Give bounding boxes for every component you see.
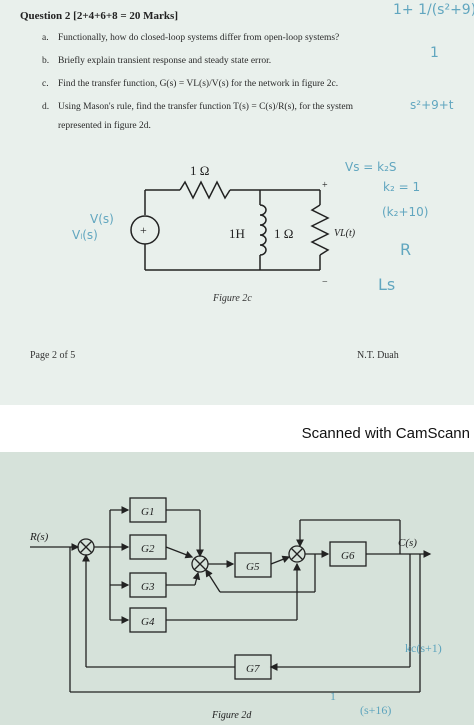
item-d-text: Using Mason's rule, find the transfer fu… <box>58 102 354 112</box>
wire-g2-sum2 <box>165 546 194 559</box>
item-b: b. Briefly explain transient response and… <box>42 56 271 66</box>
handwriting-4: Vs = k₂S <box>345 160 397 174</box>
block-g5 <box>234 552 272 578</box>
label-g6: G6 <box>341 550 355 562</box>
item-b-text: Briefly explain transient response and s… <box>58 56 272 66</box>
author: N.T. Duah <box>357 350 399 361</box>
handwriting-1: 1+ 1/(s²+9) <box>393 2 474 18</box>
label-g3: G3 <box>141 581 155 593</box>
item-d: d. Using Mason's rule, find the transfer … <box>42 102 353 112</box>
item-a-text: Functionally, how do closed-loop systems… <box>58 33 340 43</box>
label-g4: G4 <box>141 616 155 628</box>
item-d-label: d. <box>42 102 50 112</box>
label-output: C(s) <box>398 537 417 549</box>
handwriting-11: kc(s+1) <box>405 641 442 655</box>
label-plus: + <box>322 180 328 191</box>
item-b-label: b. <box>42 56 50 66</box>
handwriting-3: s²+9+t <box>410 98 454 112</box>
question-page: Question 2 [2+4+6+8 = 20 Marks] a. Functi… <box>0 0 474 405</box>
circuit-figure: 1 Ω 1H 1 Ω + − + VL(t) <box>130 163 356 288</box>
scanner-bar <box>0 405 474 452</box>
label-g5: G5 <box>246 561 260 573</box>
item-c-label: c. <box>42 79 49 89</box>
item-a-label: a. <box>42 33 49 43</box>
label-resistor-top: 1 Ω <box>190 163 209 178</box>
figure-2c-caption: Figure 2c <box>213 293 252 304</box>
handwriting-13: 1 <box>330 689 336 703</box>
label-resistor-right: 1 Ω <box>274 226 293 241</box>
wire-g5-sum3 <box>270 555 291 565</box>
label-g1: G1 <box>141 506 154 518</box>
label-input: R(s) <box>29 531 49 543</box>
handwriting-6: (k₂+10) <box>382 205 429 219</box>
label-minus: − <box>322 277 328 288</box>
label-output-voltage: VL(t) <box>334 228 356 239</box>
label-g2: G2 <box>141 543 155 555</box>
handwriting-12: (s+16) <box>360 703 391 717</box>
resistor-right <box>310 204 330 256</box>
label-g7: G7 <box>246 663 260 675</box>
item-a: a. Functionally, how do closed-loop syste… <box>42 33 339 43</box>
item-c-text: Find the transfer function, G(s) = VL(s)… <box>58 79 339 89</box>
handwriting-9: V(s) <box>90 212 114 226</box>
handwriting-10: Vₗ(s) <box>72 228 98 242</box>
item-c: c. Find the transfer function, G(s) = VL(… <box>42 79 338 89</box>
question-title: Question 2 [2+4+6+8 = 20 Marks] <box>20 10 178 22</box>
handwriting-2: 1 <box>430 45 439 61</box>
handwriting-8: Ls <box>378 275 396 294</box>
label-inductor: 1H <box>229 226 245 241</box>
source-sign: + <box>140 223 147 237</box>
inductor-coil <box>259 204 267 256</box>
diagram-page: G1 G2 G3 G4 G5 G6 G7 R(s) C(s) Figure 2d… <box>0 452 474 725</box>
page-number: Page 2 of 5 <box>30 350 76 361</box>
handwriting-5: k₂ = 1 <box>383 180 421 194</box>
handwriting-7: R <box>400 240 412 259</box>
block-diagram: G1 G2 G3 G4 G5 G6 G7 R(s) C(s) Figure 2d… <box>29 497 442 721</box>
item-d-continuation: represented in figure 2d. <box>58 121 151 131</box>
resistor-top <box>179 180 231 200</box>
scanned-with-label: Scanned with CamScann <box>301 425 470 442</box>
figure-2d-caption: Figure 2d <box>211 710 252 721</box>
